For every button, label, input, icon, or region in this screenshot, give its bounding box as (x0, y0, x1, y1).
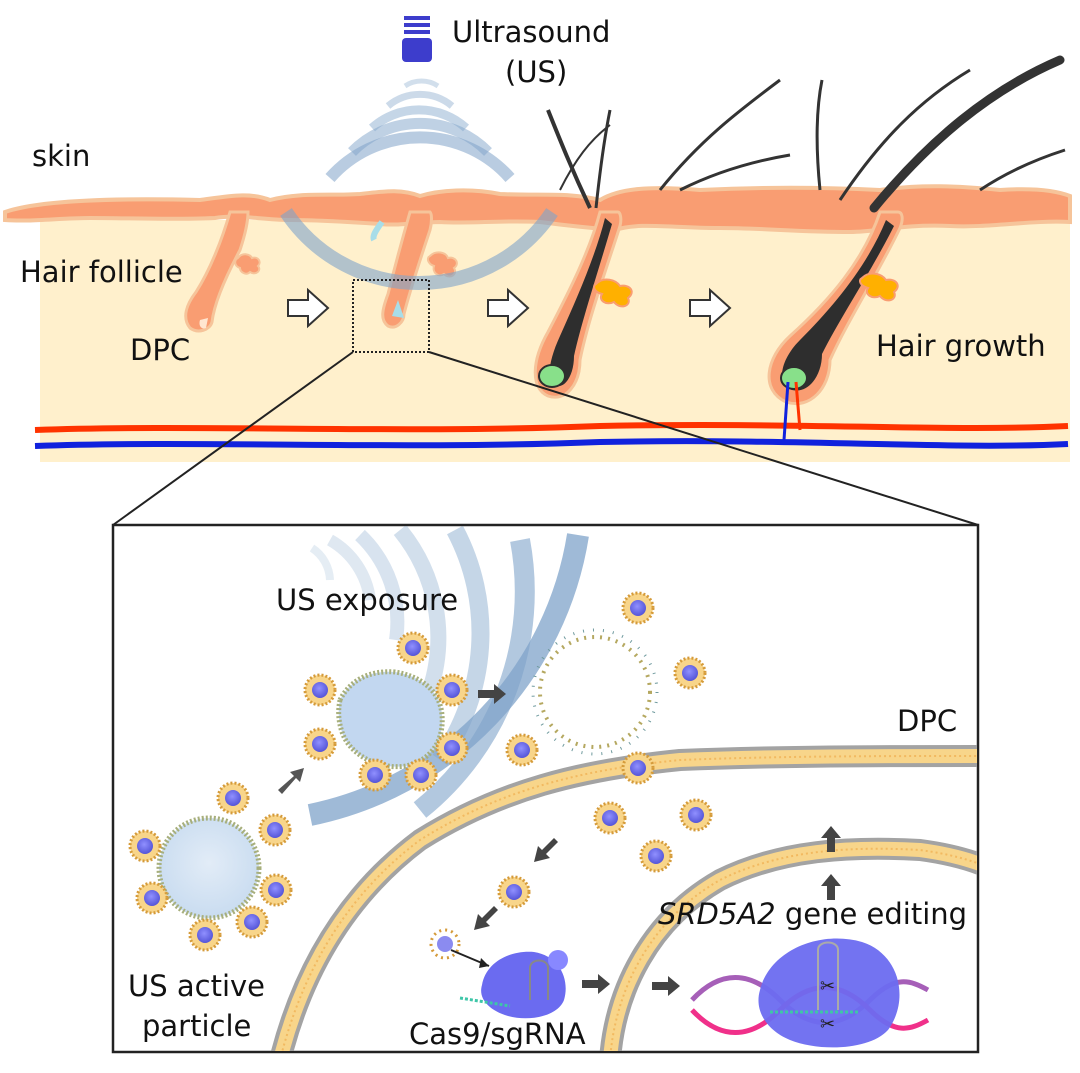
liposome (497, 875, 531, 909)
bursting-particle (531, 628, 659, 756)
arrow-up-2 (821, 826, 841, 852)
liposome (259, 873, 293, 907)
arrow-to-cell-2 (474, 906, 498, 930)
stage-arrow-2 (487, 287, 530, 329)
liposome (303, 727, 337, 761)
arrow-to-cell-1 (534, 838, 558, 862)
liposome (135, 881, 169, 915)
arrow-to-nucleus (582, 974, 610, 994)
liposome (639, 839, 673, 873)
liposome (128, 829, 162, 863)
arrow-to-burst (478, 684, 506, 704)
sebaceous-gland-1 (234, 253, 261, 275)
dpc-3 (538, 364, 566, 388)
gene-editing-text: gene editing (776, 897, 967, 931)
us-active-particle-large (156, 815, 262, 921)
liposome (435, 673, 469, 707)
liposome (673, 656, 707, 690)
dpc-4 (780, 366, 808, 390)
us-active-particle-exposed (336, 669, 445, 770)
us-active-label-line1: US active (128, 969, 265, 1003)
skin-label: skin (32, 139, 90, 173)
cas9-sgrna-label: Cas9/sgRNA (409, 1017, 586, 1051)
gene-editing-label: SRD5A2 gene editing (658, 897, 967, 931)
epidermis (3, 184, 1072, 235)
stage-arrow-3 (689, 287, 732, 329)
us-exposure-label: US exposure (276, 583, 458, 617)
gene-name: SRD5A2 (658, 897, 776, 931)
liposome (621, 591, 655, 625)
scissors-icon: ✂ (820, 976, 835, 997)
ultrasound-waves-top (280, 78, 558, 291)
process-arrows (278, 684, 841, 996)
liposome (679, 798, 713, 832)
cas9-sgrna-complex (459, 950, 568, 1019)
inset-panel: ✂ ✂ US exposure DPC SRD5A2 gene editing … (111, 523, 980, 1054)
dna-editing-complex: ✂ ✂ (690, 938, 930, 1048)
releasing-liposome (429, 928, 490, 968)
liposome (216, 781, 250, 815)
hair-follicle-1 (184, 210, 261, 333)
arrow-up-1 (821, 874, 841, 900)
artery (34, 422, 1069, 433)
arrow-to-dna (652, 976, 680, 996)
stage-arrow-1 (287, 287, 330, 329)
liposome (435, 731, 469, 765)
liposome (505, 733, 539, 767)
zoom-box (352, 279, 430, 353)
skin-panel: Ultrasound (US) skin Hair follicle DPC H… (3, 15, 1072, 526)
liposome (235, 905, 269, 939)
hair-follicle-4 (559, 55, 1066, 441)
us-active-label-line2: particle (142, 1009, 251, 1043)
vein (34, 438, 1069, 449)
ultrasound-label: Ultrasound (452, 15, 610, 49)
scissors-icon: ✂ (820, 1014, 835, 1035)
sebaceous-gland-3 (593, 278, 633, 308)
ultrasound-waves-inset (307, 526, 589, 826)
dpc-inset-label: DPC (897, 704, 957, 738)
liposome (396, 631, 430, 665)
hair-follicle-label: Hair follicle (20, 255, 183, 289)
zoom-line-left (112, 351, 354, 526)
ultrasound-abbr-label: (US) (505, 55, 567, 89)
liposome (303, 673, 337, 707)
liposome (188, 918, 222, 952)
hair-growth-label: Hair growth (876, 329, 1046, 363)
arrow-to-exposure (278, 768, 304, 794)
liposome (621, 751, 655, 785)
zoom-line-right (428, 351, 979, 526)
liposome-particles (128, 591, 713, 952)
ultrasound-transducer-icon (402, 16, 432, 62)
hair-follicle-3 (533, 109, 633, 399)
dpc-top-label: DPC (130, 333, 190, 367)
sebaceous-gland-4 (859, 272, 899, 302)
liposome (593, 801, 627, 835)
liposome (258, 813, 292, 847)
liposome (358, 758, 392, 792)
liposome (404, 758, 438, 792)
